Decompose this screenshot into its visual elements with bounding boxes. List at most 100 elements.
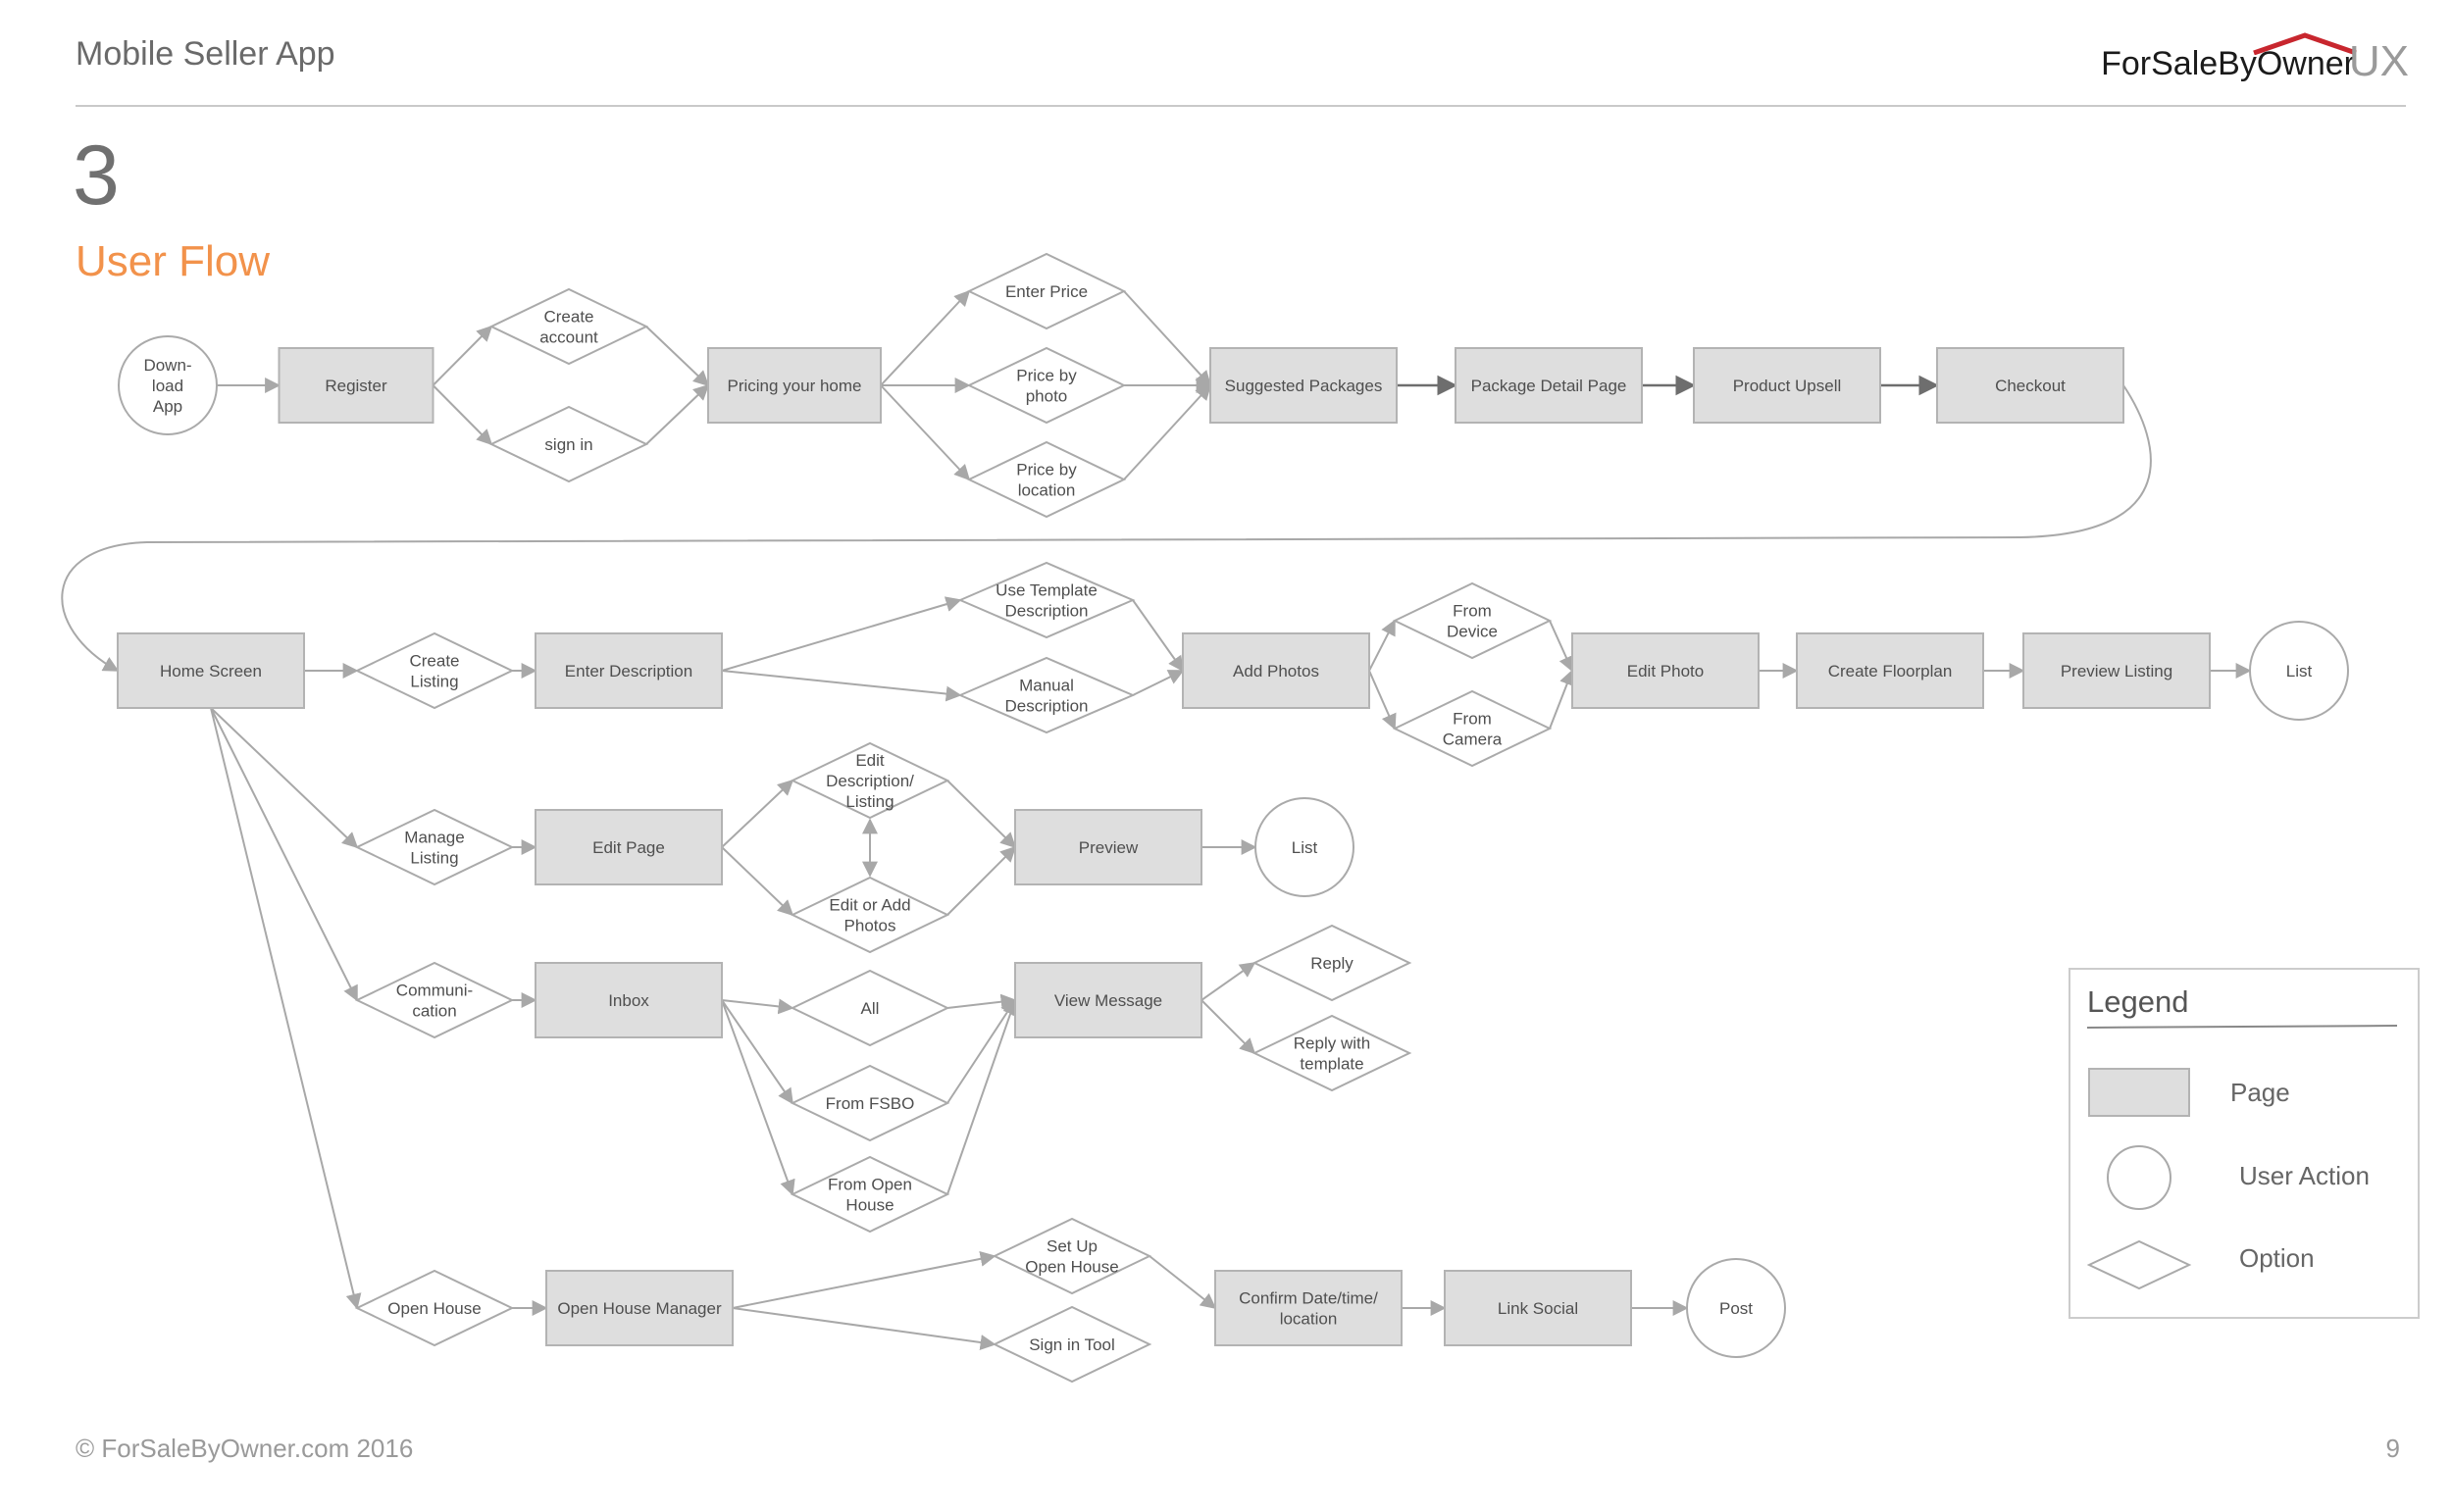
option-diamond bbox=[354, 808, 515, 886]
option-diamond bbox=[354, 1269, 515, 1347]
node-label: Edit Photo bbox=[1627, 662, 1704, 680]
page-box bbox=[535, 962, 723, 1038]
node-label: cation bbox=[412, 1002, 456, 1021]
legend-user-action-label: User Action bbox=[2239, 1161, 2370, 1190]
connector-from_fsbo-to-view_message bbox=[946, 998, 1016, 1104]
connector-price_by_location-to-suggested_packages bbox=[1123, 383, 1212, 480]
option-diamond bbox=[966, 346, 1127, 425]
node-communication: Communi-cation bbox=[354, 961, 515, 1039]
node-label: Sign in Tool bbox=[1029, 1336, 1115, 1354]
node-label: Camera bbox=[1443, 731, 1503, 749]
connector-enter_price-to-suggested_packages bbox=[1123, 290, 1212, 387]
page-box bbox=[1214, 1270, 1403, 1346]
user-action-circle bbox=[118, 335, 218, 435]
legend-option-label: Option bbox=[2239, 1243, 2315, 1273]
node-confirm-date: Confirm Date/time/location bbox=[1214, 1270, 1403, 1346]
node-label: Communi- bbox=[396, 982, 473, 1000]
page-box bbox=[117, 632, 305, 709]
node-checkout: Checkout bbox=[1936, 347, 2124, 424]
page-box bbox=[535, 632, 723, 709]
node-preview: Preview bbox=[1014, 809, 1202, 885]
connector-edit_page-to-edit_description bbox=[721, 779, 794, 848]
node-label: Listing bbox=[410, 849, 458, 868]
connector-add_photos-to-from_camera bbox=[1368, 670, 1397, 731]
node-package-detail: Package Detail Page bbox=[1455, 347, 1643, 424]
node-reply: Reply bbox=[1252, 924, 1412, 1002]
node-view-message: View Message bbox=[1014, 962, 1202, 1038]
node-label: Open House Manager bbox=[557, 1299, 722, 1318]
legend-divider bbox=[2086, 1025, 2398, 1029]
node-label: Manage bbox=[404, 829, 464, 847]
connector-enter_description-to-use_template bbox=[721, 596, 962, 672]
option-diamond bbox=[354, 961, 515, 1039]
page-box bbox=[2022, 632, 2211, 709]
connector-all-to-view_message bbox=[946, 993, 1017, 1010]
node-label: Description bbox=[1004, 697, 1088, 716]
node-label: From FSBO bbox=[826, 1094, 915, 1113]
node-label: Post bbox=[1719, 1299, 1753, 1318]
node-register: Register bbox=[278, 347, 434, 424]
page-box bbox=[1014, 962, 1202, 1038]
node-label: Price by bbox=[1016, 367, 1077, 385]
node-label: photo bbox=[1026, 387, 1068, 406]
node-label: Enter Price bbox=[1005, 282, 1088, 301]
connector-edit_description-to-preview bbox=[946, 780, 1017, 849]
node-label: template bbox=[1300, 1055, 1363, 1074]
node-create-floorplan: Create Floorplan bbox=[1796, 632, 1984, 709]
node-label: Create bbox=[409, 652, 459, 671]
connector-add_photos-to-from_device bbox=[1368, 619, 1396, 672]
house-roof-icon bbox=[2253, 32, 2357, 55]
connector-use_template-to-add_photos bbox=[1132, 599, 1184, 673]
node-label: List bbox=[1292, 838, 1318, 857]
brand-ux: UX bbox=[2348, 37, 2409, 85]
node-label: Add Photos bbox=[1233, 662, 1319, 680]
connector-edit_page-to-edit_add_photos bbox=[721, 846, 794, 917]
node-preview-listing: Preview Listing bbox=[2022, 632, 2211, 709]
node-label: View Message bbox=[1054, 991, 1162, 1010]
connector-open_house_manager-to-sign_in_tool bbox=[732, 1307, 996, 1350]
node-label: Down- bbox=[143, 356, 191, 375]
node-label: Reply bbox=[1310, 954, 1354, 973]
legend-option-swatch bbox=[2086, 1239, 2192, 1290]
node-suggested-packages: Suggested Packages bbox=[1209, 347, 1398, 424]
user-action-circle bbox=[2249, 621, 2349, 721]
node-from-fsbo: From FSBO bbox=[790, 1064, 950, 1142]
node-add-photos: Add Photos bbox=[1182, 632, 1370, 709]
node-label: Suggested Packages bbox=[1225, 377, 1383, 395]
legend-title: Legend bbox=[2087, 984, 2188, 1019]
section-number: 3 bbox=[73, 128, 120, 223]
legend-page-swatch bbox=[2088, 1068, 2190, 1117]
option-diamond bbox=[1392, 581, 1553, 660]
connector-home_screen-to-open_house bbox=[210, 707, 362, 1310]
node-label: From bbox=[1453, 602, 1492, 621]
node-post: Post bbox=[1686, 1258, 1786, 1358]
page-box bbox=[1693, 347, 1881, 424]
node-label: Edit or Add bbox=[829, 896, 910, 915]
node-edit-photo: Edit Photo bbox=[1571, 632, 1760, 709]
option-diamond bbox=[957, 561, 1136, 639]
node-label: Edit Page bbox=[592, 838, 665, 857]
node-label: Home Screen bbox=[160, 662, 262, 680]
option-diamond bbox=[790, 876, 950, 954]
page-box bbox=[1209, 347, 1398, 424]
node-home-screen: Home Screen bbox=[117, 632, 305, 709]
connector-sign_in-to-pricing_home bbox=[645, 383, 710, 445]
legend: Legend Page User Action Option bbox=[2069, 968, 2420, 1319]
node-label: Create bbox=[543, 308, 593, 327]
connector-set_up_open_house-to-confirm_date bbox=[1149, 1255, 1217, 1309]
node-sign-in-tool: Sign in Tool bbox=[992, 1305, 1152, 1384]
node-label: Open House bbox=[387, 1299, 481, 1318]
node-product-upsell: Product Upsell bbox=[1693, 347, 1881, 424]
page-box bbox=[1444, 1270, 1632, 1346]
connector-create_account-to-pricing_home bbox=[645, 326, 710, 387]
connector-enter_description-to-manual_description bbox=[721, 670, 962, 702]
node-label: Listing bbox=[845, 792, 894, 811]
page-box bbox=[1936, 347, 2124, 424]
option-diamond bbox=[1392, 689, 1553, 768]
